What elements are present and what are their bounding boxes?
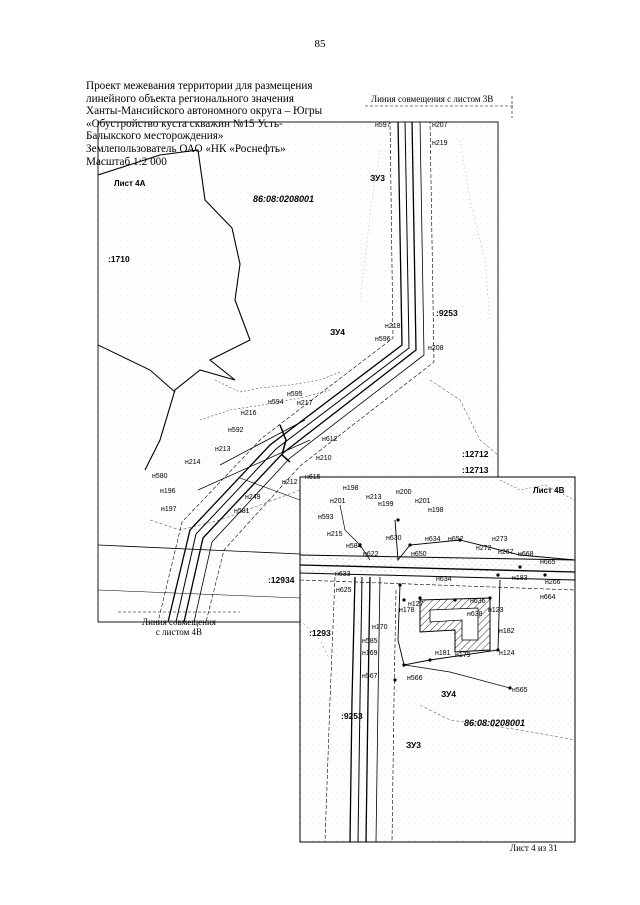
sheet-4a-frame bbox=[97, 121, 499, 623]
point-label: н201 bbox=[330, 498, 346, 505]
point-label: н596 bbox=[375, 336, 391, 343]
point-label: н210 bbox=[316, 455, 332, 462]
point-label: н597 bbox=[375, 122, 391, 129]
point-label: н585 bbox=[362, 638, 378, 645]
zone-label: ЗУ3 bbox=[406, 740, 421, 750]
point-label: н215 bbox=[327, 531, 343, 538]
point-label: н208 bbox=[428, 345, 444, 352]
point-label: н182 bbox=[499, 628, 515, 635]
sheet-label-4a: Лист 4А bbox=[114, 179, 146, 188]
point-label: н668 bbox=[518, 551, 534, 558]
parcel-label: :12713 bbox=[462, 465, 489, 475]
point-label: н170 bbox=[372, 624, 388, 631]
point-label: н196 bbox=[160, 488, 176, 495]
point-label: н652 bbox=[448, 536, 464, 543]
point-label: н565 bbox=[512, 687, 528, 694]
zone-label: ЗУ4 bbox=[441, 689, 456, 699]
sheet-footer: Лист 4 из 31 bbox=[510, 843, 558, 853]
point-label: н622 bbox=[363, 551, 379, 558]
quarter-number: 86:08:0208001 bbox=[253, 194, 314, 204]
point-label: н567 bbox=[362, 673, 378, 680]
sheet-label-4b: Лист 4В bbox=[533, 486, 565, 495]
point-label: н593 bbox=[318, 514, 334, 521]
link-line-label-top: Линия совмещения с листом 3В bbox=[371, 94, 494, 104]
point-label: н638 bbox=[467, 611, 483, 618]
point-label: н592 bbox=[228, 427, 244, 434]
point-label: н183 bbox=[512, 575, 528, 582]
point-label: н169 bbox=[362, 650, 378, 657]
point-label: н123 bbox=[488, 607, 504, 614]
point-label: н218 bbox=[385, 323, 401, 330]
zone-label: ЗУ3 bbox=[370, 173, 385, 183]
sheet-4b-frame bbox=[299, 476, 576, 843]
point-label: н272 bbox=[476, 545, 492, 552]
point-label: н650 bbox=[411, 551, 427, 558]
point-label: н594 bbox=[268, 399, 284, 406]
point-label: н213 bbox=[366, 494, 382, 501]
point-label: н625 bbox=[336, 587, 352, 594]
point-label: н198 bbox=[343, 485, 359, 492]
zone-label: ЗУ4 bbox=[330, 327, 345, 337]
point-label: н566 bbox=[407, 675, 423, 682]
point-label: н197 bbox=[161, 506, 177, 513]
point-label: н219 bbox=[432, 140, 448, 147]
point-label: н198 bbox=[428, 507, 444, 514]
point-label: н636 bbox=[470, 598, 486, 605]
point-label: н664 bbox=[540, 594, 556, 601]
title-line: Ханты-Мансийского автономного округа – Ю… bbox=[86, 105, 323, 118]
point-label: н178 bbox=[399, 607, 415, 614]
point-label: н200 bbox=[396, 489, 412, 496]
point-label: н179 bbox=[455, 652, 471, 659]
page-number: 85 bbox=[314, 38, 326, 50]
quarter-number: 86:08:0208001 bbox=[464, 718, 525, 728]
point-label: н267 bbox=[498, 549, 514, 556]
point-label: н595 bbox=[287, 391, 303, 398]
parcel-label: :1710 bbox=[108, 254, 130, 264]
point-label: н127 bbox=[408, 601, 424, 608]
point-label: н216 bbox=[241, 410, 257, 417]
point-label: н615 bbox=[305, 474, 321, 481]
corridor-lines bbox=[157, 122, 435, 622]
parcel-label: :12712 bbox=[462, 449, 489, 459]
point-label: н633 bbox=[335, 571, 351, 578]
point-label: н249 bbox=[245, 494, 261, 501]
point-label: н630 bbox=[386, 535, 402, 542]
title-line: линейного объекта регионального значения bbox=[86, 92, 295, 105]
point-label: н207 bbox=[432, 122, 448, 129]
point-label: н584 bbox=[346, 543, 362, 550]
point-label: н266 bbox=[545, 579, 561, 586]
parcel-label: :1293 bbox=[309, 628, 331, 638]
point-label: н634 bbox=[425, 536, 441, 543]
point-label: н665 bbox=[540, 559, 556, 566]
point-label: н124 bbox=[499, 650, 515, 657]
parcel-label: :9253 bbox=[341, 711, 363, 721]
point-label: н217 bbox=[297, 400, 313, 407]
point-label: н181 bbox=[435, 650, 451, 657]
point-label: н212 bbox=[282, 479, 298, 486]
point-label: н201 bbox=[415, 498, 431, 505]
point-label: н273 bbox=[492, 536, 508, 543]
point-label: н612 bbox=[322, 436, 338, 443]
parcel-label: :12934 bbox=[268, 575, 295, 585]
point-label: н634 bbox=[436, 576, 452, 583]
point-label: н581 bbox=[234, 508, 250, 515]
point-label: н214 bbox=[185, 459, 201, 466]
parcel-label: :9253 bbox=[436, 308, 458, 318]
point-label: н213 bbox=[215, 446, 231, 453]
point-label: н199 bbox=[378, 501, 394, 508]
point-label: н580 bbox=[152, 473, 168, 480]
title-line: Проект межевания территории для размещен… bbox=[86, 80, 313, 92]
link-line-label-bottom-2: с листом 4В bbox=[155, 627, 203, 637]
sheet-4b bbox=[299, 476, 576, 843]
